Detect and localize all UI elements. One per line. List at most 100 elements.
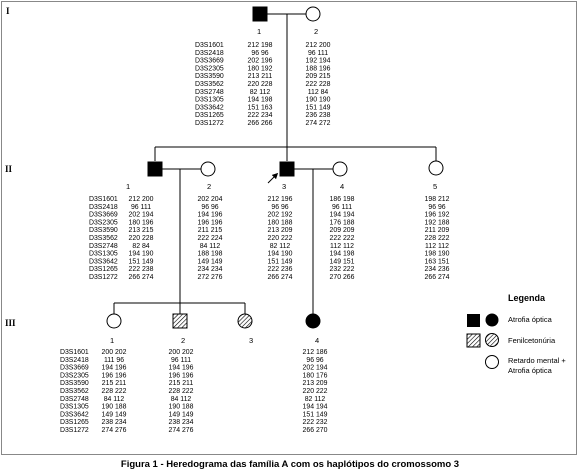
- marker-name: D3S1601: [60, 349, 89, 356]
- allele-pair: 194 194: [303, 404, 328, 411]
- marker-name: D3S2418: [195, 50, 224, 57]
- allele-pair: 228 222: [169, 388, 194, 395]
- proband-arrow: [267, 172, 279, 184]
- allele-pair: 202 194: [129, 212, 154, 219]
- allele-pair: 196 196: [198, 219, 223, 226]
- allele-pair: 202 204: [198, 196, 223, 203]
- allele-pair: 270 266: [330, 274, 355, 281]
- allele-pair: 209 215: [306, 73, 331, 80]
- allele-pair: 96 111: [332, 204, 352, 211]
- allele-pair: 84 112: [171, 396, 192, 403]
- allele-pair: 180 196: [129, 219, 154, 226]
- allele-pair: 222 238: [129, 266, 154, 273]
- individual-I-2-symbol: [305, 6, 321, 22]
- marker-name: D3S1305: [195, 97, 224, 104]
- allele-pair: 274 276: [102, 427, 127, 434]
- marker-name: D3S2305: [60, 372, 89, 379]
- individual-III-3-symbol: [237, 313, 253, 329]
- marker-name: D3S2748: [89, 243, 118, 250]
- legend-hatched-female-symbol: [485, 333, 499, 347]
- allele-pair: 215 211: [169, 380, 194, 387]
- figure-caption: Figura 1 - Heredograma das família A com…: [120, 459, 460, 470]
- individual-III-2-number: 2: [181, 336, 185, 345]
- marker-name: D3S3642: [60, 411, 89, 418]
- allele-pair: 149 149: [102, 411, 127, 418]
- allele-pair: 238 234: [169, 419, 194, 426]
- allele-pair: 151 149: [268, 258, 293, 265]
- allele-pair: 213 211: [248, 73, 273, 80]
- allele-pair: 112 84: [308, 89, 329, 96]
- marker-name: D3S1305: [60, 404, 89, 411]
- marker-name: D3S3642: [195, 104, 224, 111]
- individual-II-3-symbol: [279, 161, 295, 177]
- allele-pair: 176 188: [330, 219, 355, 226]
- marker-name: D3S1601: [89, 196, 118, 203]
- allele-pair: 212 186: [303, 349, 328, 356]
- allele-pair: 194 196: [102, 365, 127, 372]
- allele-pair: 96 96: [306, 357, 323, 364]
- allele-pair: 84 112: [200, 243, 221, 250]
- allele-pair: 212 198: [248, 42, 273, 49]
- allele-pair: 112 112: [425, 243, 449, 250]
- allele-pair: 96 111: [308, 50, 328, 57]
- marker-name: D3S1265: [60, 419, 89, 426]
- individual-III-3-number: 3: [249, 336, 253, 345]
- allele-pair: 215 211: [102, 380, 127, 387]
- allele-pair: 151 163: [248, 104, 273, 111]
- allele-pair: 180 188: [268, 219, 293, 226]
- allele-pair: 266 274: [425, 274, 450, 281]
- allele-pair: 222 234: [248, 112, 273, 119]
- marker-name: D3S3562: [60, 388, 89, 395]
- allele-pair: 234 236: [425, 266, 450, 273]
- allele-pair: 180 176: [303, 372, 328, 379]
- marker-name: D3S3642: [89, 258, 118, 265]
- allele-pair: 202 196: [248, 58, 273, 65]
- marker-name: D3S3590: [89, 227, 118, 234]
- marker-name: D3S2748: [60, 396, 89, 403]
- allele-pair: 266 266: [248, 120, 273, 127]
- legend-affected-female-symbol: [485, 313, 499, 327]
- allele-pair: 209 209: [330, 227, 355, 234]
- marker-name: D3S1265: [195, 112, 224, 119]
- individual-II-5-number: 5: [433, 182, 437, 191]
- allele-pair: 196 192: [425, 212, 450, 219]
- legend-label-fenilcetonuria: Fenilcetonúria: [508, 336, 556, 345]
- marker-name: D3S3590: [195, 73, 224, 80]
- marker-name: D3S1272: [195, 120, 224, 127]
- allele-pair: 96 96: [251, 50, 268, 57]
- allele-pair: 202 194: [303, 365, 328, 372]
- marker-name: D3S2418: [60, 357, 89, 364]
- allele-pair: 222 236: [268, 266, 293, 273]
- allele-pair: 196 196: [102, 372, 127, 379]
- individual-III-4-symbol: [305, 313, 321, 329]
- allele-pair: 198 190: [425, 251, 450, 258]
- marker-name: D3S2748: [195, 89, 224, 96]
- marker-name: D3S3562: [195, 81, 224, 88]
- marker-name: D3S1305: [89, 251, 118, 258]
- allele-pair: 163 151: [425, 258, 450, 265]
- allele-pair: 228 222: [425, 235, 450, 242]
- allele-pair: 194 198: [248, 97, 273, 104]
- allele-pair: 272 276: [198, 274, 223, 281]
- allele-pair: 194 196: [169, 365, 194, 372]
- individual-II-2-number: 2: [207, 182, 211, 191]
- marker-name: D3S3669: [195, 58, 224, 65]
- allele-pair: 274 276: [169, 427, 194, 434]
- allele-pair: 188 196: [306, 65, 331, 72]
- marker-name: D3S2418: [89, 204, 118, 211]
- marker-name: D3S3669: [60, 365, 89, 372]
- allele-pair: 266 274: [129, 274, 154, 281]
- individual-II-1-symbol: [147, 161, 163, 177]
- legend-label-atrofia-optica: Atrofia óptica: [508, 315, 553, 324]
- allele-pair: 111 96: [104, 357, 124, 364]
- individual-III-1-symbol: [106, 313, 122, 329]
- allele-pair: 274 272: [306, 120, 331, 127]
- allele-pair: 151 149: [306, 104, 331, 111]
- allele-pair: 236 238: [306, 112, 331, 119]
- marker-name: D3S3669: [89, 212, 118, 219]
